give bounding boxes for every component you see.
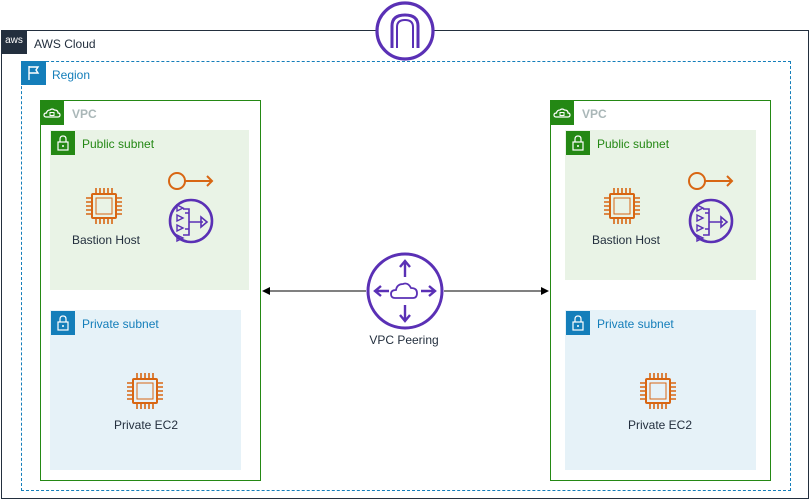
internet-gateway-icon: [375, 1, 435, 61]
public-subnet-label: Public subnet: [597, 137, 670, 151]
vpc-peering-label: VPC Peering: [369, 333, 439, 347]
lock-icon: [566, 311, 590, 335]
private-ec2-label: Private EC2: [113, 418, 179, 432]
ec2-instance-icon: [126, 372, 164, 410]
vpc-cloud-icon: [40, 101, 64, 125]
region-group: [21, 61, 791, 491]
lock-icon: [51, 131, 75, 155]
vpc-left: [40, 100, 261, 481]
nat-gateway-icon: [688, 198, 734, 244]
vpc-cloud-icon: [550, 101, 574, 125]
aws-logo-icon: aws: [1, 30, 27, 54]
private-subnet-label: Private subnet: [597, 317, 674, 331]
ec2-instance-icon: [603, 187, 641, 225]
nat-gateway-icon: [168, 198, 214, 244]
aws-logo-text: aws: [5, 35, 23, 46]
region-label: Region: [52, 68, 91, 82]
public-subnet-label: Public subnet: [82, 137, 155, 151]
private-subnet-left: [50, 310, 241, 470]
ec2-instance-icon: [639, 372, 677, 410]
vpc-peering-icon: [366, 252, 444, 330]
bastion-host-label: Bastion Host: [71, 233, 141, 247]
key-arrow-icon: [168, 172, 213, 190]
vpc-label: VPC: [72, 107, 97, 121]
lock-icon: [566, 131, 590, 155]
lock-icon: [51, 311, 75, 335]
key-arrow-icon: [688, 172, 733, 190]
vpc-label: VPC: [582, 107, 607, 121]
private-subnet-label: Private subnet: [82, 317, 159, 331]
public-subnet-left: [50, 130, 249, 290]
aws-cloud-label: AWS Cloud: [34, 37, 96, 51]
private-subnet-right: [565, 310, 756, 470]
vpc-right: [550, 100, 771, 481]
ec2-instance-icon: [85, 187, 123, 225]
bastion-host-label: Bastion Host: [591, 233, 661, 247]
private-ec2-label: Private EC2: [627, 418, 693, 432]
region-flag-icon: [21, 61, 46, 85]
